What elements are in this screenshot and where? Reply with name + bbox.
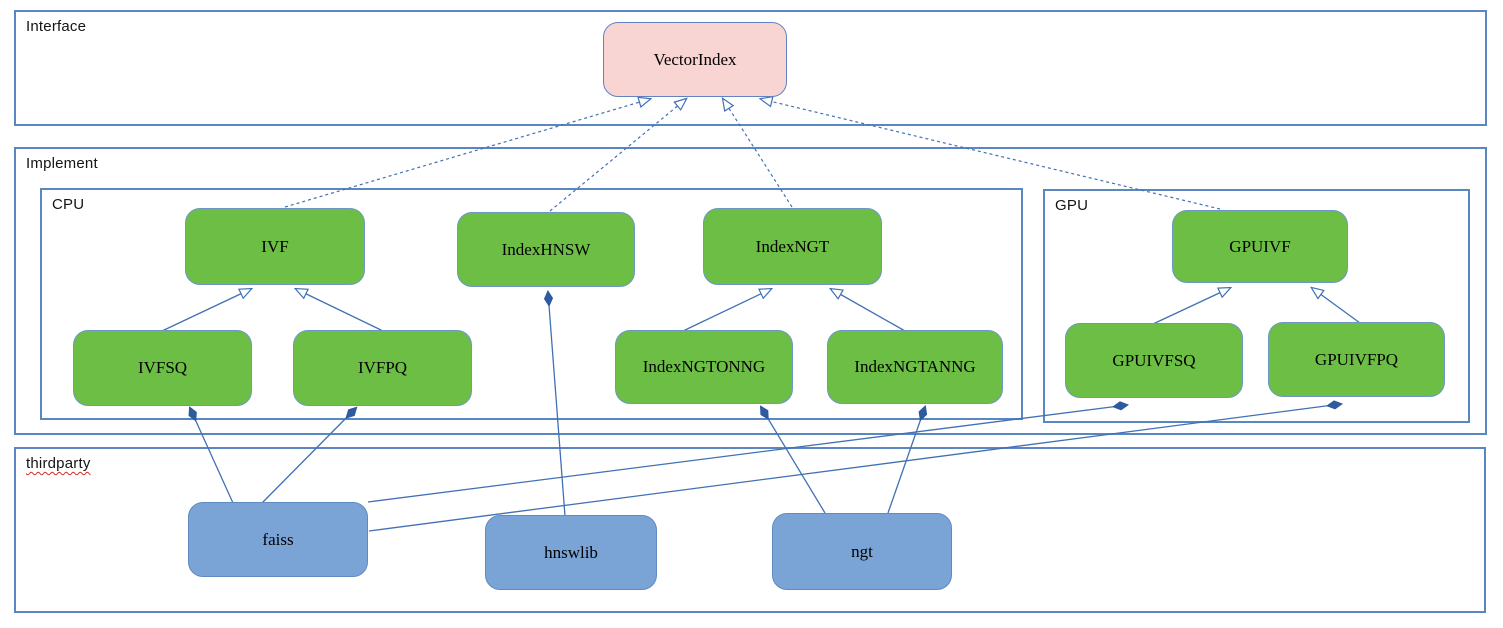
node-indexngtonng-label: IndexNGTONNG [642, 357, 766, 376]
node-indexhnsw-label: IndexHNSW [501, 239, 591, 259]
node-indexngtonng[interactable]: IndexNGTONNG [615, 330, 793, 404]
node-gpuivfsq[interactable]: GPUIVFSQ [1065, 323, 1243, 398]
node-indexngtanng[interactable]: IndexNGTANNG [827, 330, 1003, 404]
node-ngt-label: ngt [851, 541, 873, 561]
node-ivfsq-label: IVFSQ [137, 358, 188, 377]
node-gpuivfpq[interactable]: GPUIVFPQ [1268, 322, 1445, 397]
node-indexhnsw[interactable]: IndexHNSW [457, 212, 635, 287]
node-indexngtanng-label: IndexNGTANNG [854, 357, 976, 376]
node-ngt[interactable]: ngt [772, 513, 952, 590]
node-faiss-label: faiss [262, 529, 294, 549]
node-ivf-label: IVF [261, 236, 289, 256]
node-gpuivf[interactable]: GPUIVF [1172, 210, 1348, 283]
node-indexngt[interactable]: IndexNGT [703, 208, 882, 285]
container-interface-label: Interface [26, 18, 87, 35]
node-gpuivfsq-label: GPUIVFSQ [1112, 350, 1196, 370]
node-vectorindex[interactable]: VectorIndex [603, 22, 787, 97]
node-gpuivfpq-label: GPUIVFPQ [1314, 349, 1399, 369]
container-cpu-label: CPU [52, 196, 85, 213]
node-faiss[interactable]: faiss [188, 502, 368, 577]
node-gpuivf-label: GPUIVF [1229, 236, 1291, 256]
node-vectorindex-label: VectorIndex [653, 49, 737, 69]
container-thirdparty-label: thirdparty [26, 455, 91, 472]
node-ivf[interactable]: IVF [185, 208, 365, 285]
node-hnswlib-label: hnswlib [544, 542, 598, 562]
container-implement-label: Implement [26, 155, 98, 172]
node-ivfpq-label: IVFPQ [357, 358, 408, 377]
node-hnswlib[interactable]: hnswlib [485, 515, 657, 590]
node-ivfpq[interactable]: IVFPQ [293, 330, 472, 406]
node-indexngt-label: IndexNGT [755, 236, 830, 256]
container-gpu-label: GPU [1055, 197, 1089, 214]
node-ivfsq[interactable]: IVFSQ [73, 330, 252, 406]
